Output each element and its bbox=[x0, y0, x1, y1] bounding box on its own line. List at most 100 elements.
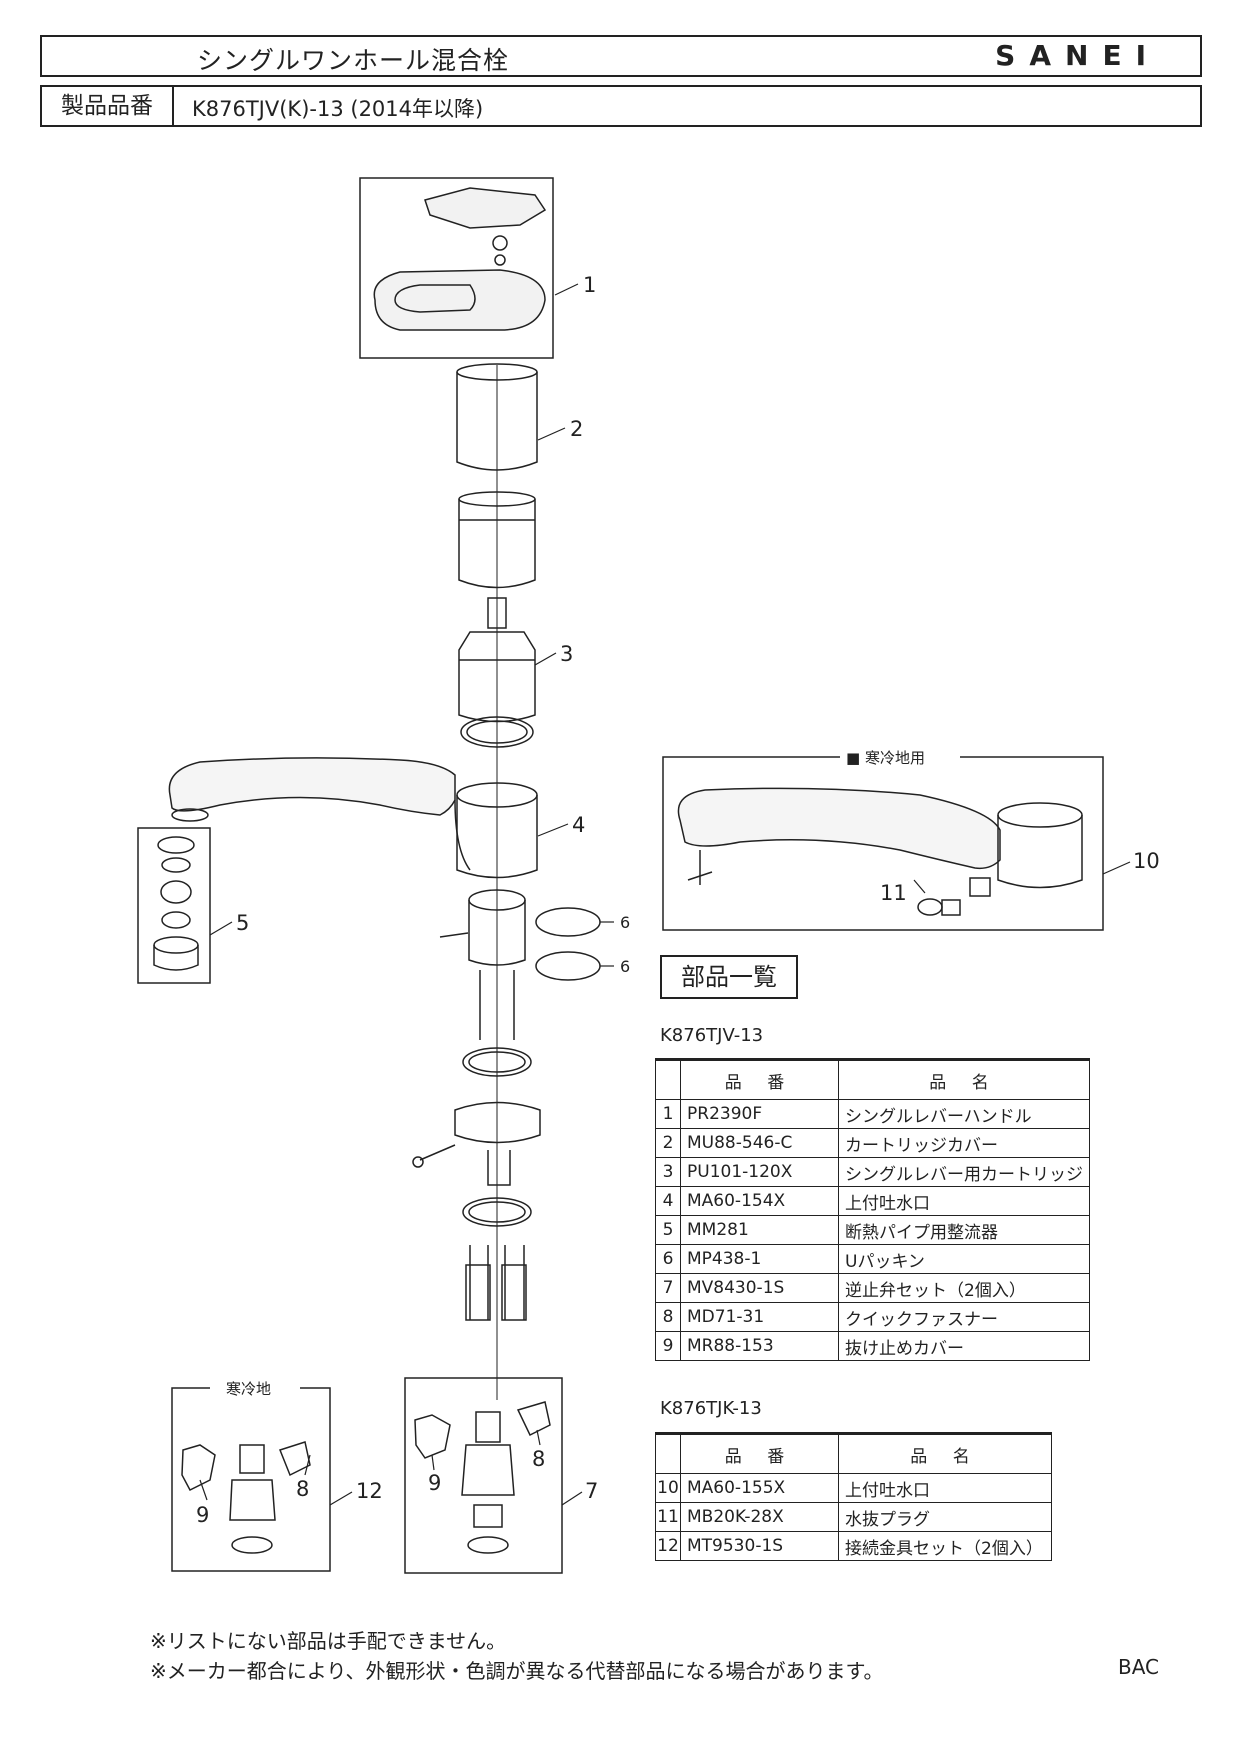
callout-6-upper: 6 bbox=[620, 913, 630, 932]
model-bar: 製品品番 K876TJV(K)-13 (2014年以降) bbox=[40, 85, 1202, 127]
part-number-cell: 2 bbox=[655, 1128, 681, 1158]
part-name-cell: 断熱パイプ用整流器 bbox=[838, 1215, 1090, 1245]
part-name-cell: Uパッキン bbox=[838, 1244, 1090, 1274]
part-number-cell: 4 bbox=[655, 1186, 681, 1216]
part-10-cold-spout bbox=[677, 787, 1083, 889]
callout-7: 7 bbox=[585, 1479, 598, 1503]
table-2-model-heading: K876TJK-13 bbox=[660, 1398, 762, 1419]
part-number-cell: 10 bbox=[655, 1473, 681, 1503]
part-number-cell: 1 bbox=[655, 1099, 681, 1129]
part-code-cell: MT9530-1S bbox=[680, 1531, 839, 1561]
part-code-cell: MM281 bbox=[680, 1215, 839, 1245]
part-name-cell: 水抜プラグ bbox=[838, 1502, 1052, 1532]
leader-lines bbox=[199, 283, 1131, 1506]
part-4-spout bbox=[168, 757, 538, 879]
callout-12: 12 bbox=[356, 1479, 383, 1503]
part-6-u-packing-upper bbox=[535, 907, 601, 937]
callout-6-lower: 6 bbox=[620, 957, 630, 976]
part-name-cell: カートリッジカバー bbox=[838, 1128, 1090, 1158]
header-code: 品 番 bbox=[680, 1058, 839, 1100]
brand-logo: SANEI bbox=[995, 39, 1160, 72]
part-number-cell: 8 bbox=[655, 1302, 681, 1332]
part-number-cell: 11 bbox=[655, 1502, 681, 1532]
part-name-cell: 上付吐水口 bbox=[838, 1186, 1090, 1216]
callout-11: 11 bbox=[880, 881, 907, 905]
note-2: ※メーカー都合により、外観形状・色調が異なる代替部品になる場合があります。 bbox=[150, 1659, 884, 1683]
part-code-cell: MA60-155X bbox=[680, 1473, 839, 1503]
callout-2: 2 bbox=[570, 417, 583, 441]
part-code-cell: MP438-1 bbox=[680, 1244, 839, 1274]
part-code-cell: MU88-546-C bbox=[680, 1128, 839, 1158]
part-5-box bbox=[137, 827, 211, 984]
part-code-cell: PU101-120X bbox=[680, 1157, 839, 1187]
note-1: ※リストにない部品は手配できません。 bbox=[150, 1629, 507, 1653]
callout-9-cold: 9 bbox=[196, 1503, 209, 1527]
part-3-cartridge bbox=[458, 597, 536, 748]
part-code-cell: PR2390F bbox=[680, 1099, 839, 1129]
parts-list-title: 部品一覧 bbox=[660, 955, 798, 999]
cold-region-fitting-label: 寒冷地 bbox=[226, 1380, 271, 1398]
callout-1: 1 bbox=[583, 273, 596, 297]
part-7-check-valve-set bbox=[414, 1401, 551, 1554]
table-1-model-heading: K876TJV-13 bbox=[660, 1025, 764, 1046]
callout-3: 3 bbox=[560, 642, 573, 666]
part-code-cell: MD71-31 bbox=[680, 1302, 839, 1332]
table-header-row: 品 番 品 名 bbox=[655, 1058, 1090, 1100]
part-code-cell: MA60-154X bbox=[680, 1186, 839, 1216]
header-no bbox=[655, 1432, 681, 1474]
part-code-cell: MV8430-1S bbox=[680, 1273, 839, 1303]
table-header-row: 品 番 品 名 bbox=[655, 1432, 1052, 1474]
part-code-cell: MR88-153 bbox=[680, 1331, 839, 1361]
model-value: K876TJV(K)-13 (2014年以降) bbox=[192, 97, 484, 121]
part-number-cell: 9 bbox=[655, 1331, 681, 1361]
model-label: 製品品番 bbox=[42, 87, 174, 125]
header-code: 品 番 bbox=[680, 1432, 839, 1474]
part-name-cell: 上付吐水口 bbox=[838, 1473, 1052, 1503]
part-1-box bbox=[359, 177, 554, 359]
part-code-cell: MB20K-28X bbox=[680, 1502, 839, 1532]
callout-10: 10 bbox=[1133, 849, 1160, 873]
part-name-cell: 接続金具セット（2個入） bbox=[838, 1531, 1052, 1561]
part-number-cell: 6 bbox=[655, 1244, 681, 1274]
part-5-aerator bbox=[153, 836, 199, 971]
header-name: 品 名 bbox=[838, 1058, 1090, 1100]
cold-region-spout-label: ■ 寒冷地用 bbox=[846, 749, 925, 767]
part-name-cell: 逆止弁セット（2個入） bbox=[838, 1273, 1090, 1303]
part-7-box bbox=[404, 1377, 563, 1574]
part-name-cell: クイックファスナー bbox=[838, 1302, 1090, 1332]
part-number-cell: 7 bbox=[655, 1273, 681, 1303]
part-number-cell: 5 bbox=[655, 1215, 681, 1245]
callout-8-cold: 8 bbox=[296, 1477, 309, 1501]
part-1-handle bbox=[373, 187, 547, 331]
part-6-u-packing-lower bbox=[535, 951, 601, 981]
header-name: 品 名 bbox=[838, 1432, 1052, 1474]
title-bar: シングルワンホール混合栓 SANEI bbox=[40, 35, 1202, 77]
callout-8-check: 8 bbox=[532, 1447, 545, 1471]
part-2-cartridge-cover bbox=[456, 363, 538, 589]
part-11-drain-plug bbox=[917, 877, 991, 916]
product-title: シングルワンホール混合栓 bbox=[197, 46, 510, 75]
callout-5: 5 bbox=[236, 911, 249, 935]
part-12-fitting-set bbox=[181, 1441, 311, 1554]
part-name-cell: 抜け止めカバー bbox=[838, 1331, 1090, 1361]
callout-9-check: 9 bbox=[428, 1471, 441, 1495]
part-name-cell: シングルレバー用カートリッジ bbox=[838, 1157, 1090, 1187]
part-number-cell: 3 bbox=[655, 1157, 681, 1187]
header-no bbox=[655, 1058, 681, 1100]
callout-4: 4 bbox=[572, 813, 585, 837]
